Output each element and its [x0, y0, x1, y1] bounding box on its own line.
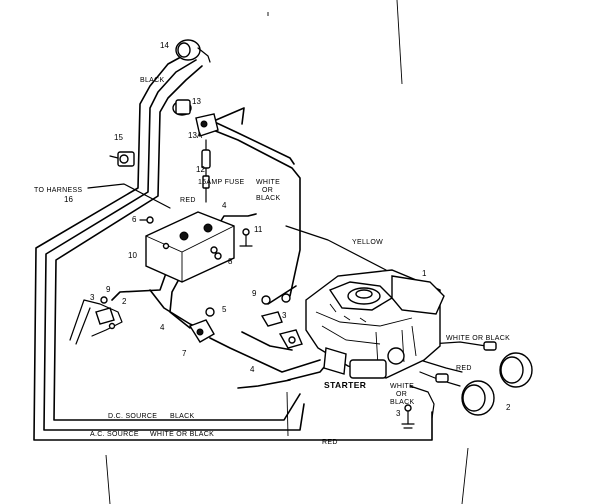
callout-15: 15 [114, 133, 123, 142]
callout-4b: 4 [160, 323, 165, 332]
fuse-12 [201, 149, 211, 189]
engine-1 [305, 269, 445, 379]
label-red-top: RED [180, 197, 196, 204]
callout-7: 7 [182, 349, 187, 358]
label-white-top-3: BLACK [256, 195, 280, 202]
label-white-low-1: WHITE [390, 383, 414, 390]
callout-6: 6 [132, 215, 137, 224]
label-white-right: WHITE OR BLACK [446, 335, 510, 342]
fasteners [139, 216, 291, 317]
label-yellow: YELLOW [352, 239, 383, 246]
solenoid-7 [188, 319, 215, 343]
tail-lights-2 [435, 341, 533, 416]
callout-4a: 4 [222, 201, 227, 210]
callouts: 14 13 13A 15 12 16 6 4 11 10 8 1 9 3 2 9… [64, 41, 511, 418]
callout-11: 11 [254, 225, 263, 234]
label-white-top-2: OR [262, 187, 273, 194]
headlight-14 [175, 39, 211, 63]
label-red-bottom: RED [322, 439, 338, 446]
label-white-low-3: BLACK [390, 399, 414, 406]
callout-2a: 2 [122, 297, 127, 306]
label-dc-black: BLACK [170, 413, 194, 420]
seat-switch-assembly [69, 296, 123, 345]
label-starter: STARTER [324, 380, 366, 390]
ignition-switch-13 [172, 99, 219, 137]
callout-2: 2 [506, 403, 511, 412]
wire-labels: BLACK 15AMP FUSE RED WHITE OR BLACK TO H… [34, 77, 510, 446]
leader-lines [105, 0, 469, 504]
callout-3b: 3 [282, 311, 287, 320]
callout-12: 12 [196, 165, 205, 174]
callout-3a: 3 [90, 293, 95, 302]
battery-10 [145, 211, 235, 283]
label-dc-source: D.C. SOURCE [108, 413, 157, 420]
label-white-low-2: OR [396, 391, 407, 398]
callout-10: 10 [128, 251, 137, 260]
callout-5: 5 [222, 305, 227, 314]
callout-8: 8 [228, 257, 233, 266]
callout-9b: 9 [252, 289, 257, 298]
callout-4c: 4 [250, 365, 255, 374]
callout-14: 14 [160, 41, 169, 50]
label-red-right: RED [456, 365, 472, 372]
callout-13: 13 [192, 97, 201, 106]
harness-wires [33, 51, 487, 441]
label-fuse: 15AMP FUSE [198, 179, 244, 186]
light-switch-15 [109, 151, 135, 167]
ground-terminal [401, 404, 415, 429]
callout-16: 16 [64, 195, 73, 204]
label-ac-white-black: WHITE OR BLACK [150, 431, 214, 438]
label-white-top-1: WHITE [256, 179, 280, 186]
connector-3 [260, 311, 303, 349]
callout-3c: 3 [396, 409, 401, 418]
callout-1: 1 [422, 269, 427, 278]
callout-13a: 13A [188, 131, 203, 140]
label-black-top: BLACK [140, 77, 164, 84]
callout-9a: 9 [106, 285, 111, 294]
label-harness: TO HARNESS [34, 187, 82, 194]
label-ac-source: A.C. SOURCE [90, 431, 139, 438]
